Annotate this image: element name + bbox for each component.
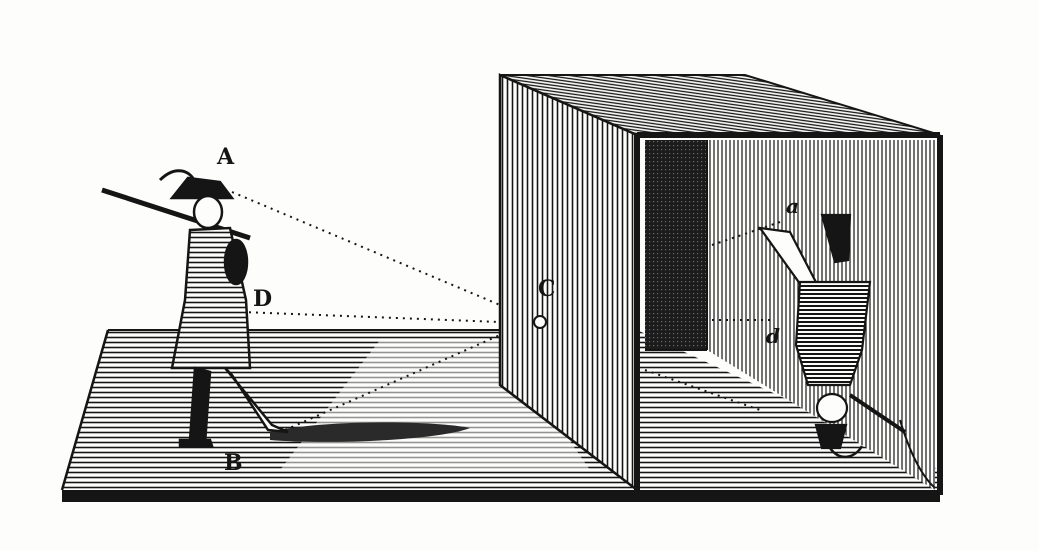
leg-right — [224, 367, 289, 434]
label-image-a: a — [786, 194, 799, 218]
image-coat — [794, 280, 872, 387]
image-head — [815, 392, 849, 424]
ray-d-to-c — [241, 311, 501, 323]
label-a: A — [217, 144, 235, 170]
box-interior-back — [645, 140, 707, 350]
label-d: D — [253, 286, 273, 312]
standing-figure — [101, 169, 289, 448]
shoe-left — [178, 438, 214, 448]
floor-inside-box — [637, 330, 940, 490]
label-b: B — [224, 450, 243, 476]
plume — [158, 169, 197, 183]
inverted-image-figure — [757, 213, 907, 458]
leg-left — [188, 366, 212, 446]
image-plume — [828, 445, 864, 458]
pinhole — [533, 315, 547, 329]
hat — [169, 176, 235, 200]
image-hat — [814, 423, 848, 450]
head — [192, 194, 224, 230]
label-image-d: d — [766, 324, 780, 348]
ray-a-to-c — [231, 191, 501, 306]
bag — [223, 238, 249, 286]
figure-shadow — [270, 422, 470, 442]
light-rays — [231, 191, 781, 431]
label-c: C — [538, 276, 556, 302]
platform-edge — [62, 490, 940, 502]
image-leg-dark — [820, 213, 852, 264]
ray-inside-a — [711, 221, 781, 246]
image-pole — [848, 393, 907, 434]
